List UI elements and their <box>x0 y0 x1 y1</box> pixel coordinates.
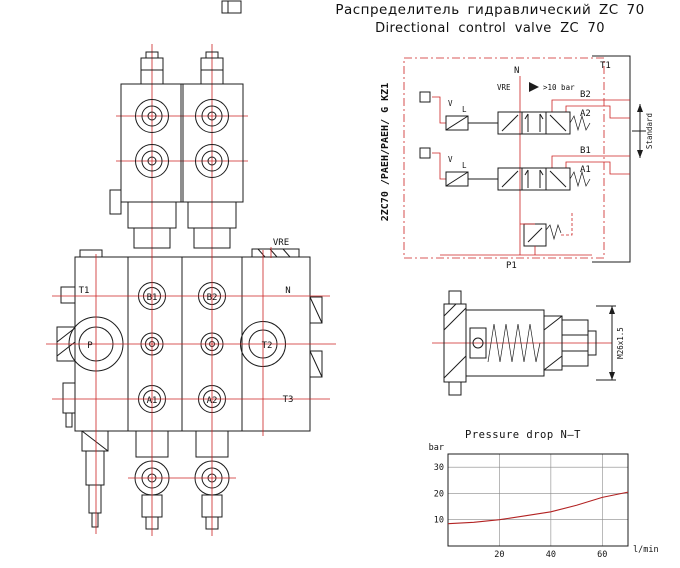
schematic-model-label: 2ZC70 /PAEH/PAEH/ G KZ1 <box>380 83 391 221</box>
title-english: Directional control valve ZC 70 <box>375 20 605 36</box>
port-label-t1: T1 <box>79 286 90 296</box>
schematic-boundary <box>403 57 605 259</box>
cartridge-section-drawing: M26x1.5 <box>432 290 625 396</box>
thread-dimension: M26x1.5 <box>596 305 625 381</box>
chart-x-tick: 40 <box>546 550 556 560</box>
schematic-label-a2: A2 <box>580 109 591 119</box>
chart-y-tick: 10 <box>434 516 444 526</box>
chart-ylabel: bar <box>429 443 444 453</box>
standard-marker: Standard <box>632 104 654 158</box>
cartridge-body <box>443 290 597 396</box>
top-connector-box <box>221 0 242 14</box>
schematic-label-n: N <box>514 66 519 76</box>
solenoid-tower-right <box>180 51 244 249</box>
port-label-a1: A1 <box>147 396 158 406</box>
title-russian: Распределитель гидравлический ZC 70 <box>335 2 645 18</box>
port-labels: T1 P B1 B2 A1 A2 T2 N T3 VRE <box>79 238 294 406</box>
schematic-label-p1: P1 <box>506 261 517 271</box>
vre-label: VRE <box>273 238 289 248</box>
chart-x-tick: 20 <box>494 550 504 560</box>
solenoid-label-v-upper: V <box>448 99 453 108</box>
title-block: Распределитель гидравлический ZC 70 Dire… <box>334 2 646 37</box>
chart-y-tick: 30 <box>434 463 444 473</box>
chart-title: Pressure drop N–T <box>465 429 581 441</box>
chart-xlabel: l/min <box>633 545 659 555</box>
spool-valve-upper: V L <box>419 91 591 135</box>
port-label-t3: T3 <box>283 395 294 405</box>
chart-y-tick: 20 <box>434 489 444 499</box>
chart-series-line <box>447 491 629 525</box>
solenoid-label-l-upper: L <box>462 105 467 114</box>
solenoid-label-v-lower: V <box>448 155 453 164</box>
solenoid-tower-left <box>109 51 184 249</box>
port-label-b1: B1 <box>147 293 158 303</box>
hydraulic-schematic: 2ZC70 /PAEH/PAEH/ G KZ1 T1 P1 N VRE >10 … <box>380 55 654 271</box>
port-label-t2: T2 <box>262 341 273 351</box>
port-label-p: P <box>87 341 93 351</box>
port-label-a2: A2 <box>207 396 218 406</box>
pressure-note: >10 bar <box>543 83 575 92</box>
chart-x-tick: 60 <box>597 550 607 560</box>
schematic-label-a1: A1 <box>580 165 591 175</box>
valve-assembly-drawing: T1 P B1 B2 A1 A2 T2 N T3 VRE <box>46 44 336 536</box>
centerlines-body <box>46 247 336 536</box>
solenoid-label-l-lower: L <box>462 161 467 170</box>
check-valve-icon <box>529 82 539 92</box>
schematic-label-b1: B1 <box>580 146 591 156</box>
chart-plot-area: 20 40 60 10 20 30 <box>434 453 629 560</box>
schematic-right-border <box>592 55 631 263</box>
schematic-label-t1: T1 <box>600 61 611 71</box>
schematic-label-vre: VRE <box>497 83 511 92</box>
port-label-n: N <box>285 286 290 296</box>
relief-valve-symbol <box>520 212 573 255</box>
port-label-b2: B2 <box>207 293 218 303</box>
cartridge-spring <box>487 323 541 363</box>
schematic-label-b2: B2 <box>580 90 591 100</box>
schematic-lines <box>432 76 630 256</box>
thread-size-label: M26x1.5 <box>616 327 625 359</box>
standard-label: Standard <box>645 113 654 149</box>
bottom-stud-left <box>81 430 109 528</box>
spool-valve-lower: V L <box>419 147 591 191</box>
centerlines-towers <box>116 44 248 252</box>
chart-frame <box>447 453 629 547</box>
pressure-chart: Pressure drop N–T bar l/min 20 40 60 10 20 30 <box>429 429 659 560</box>
